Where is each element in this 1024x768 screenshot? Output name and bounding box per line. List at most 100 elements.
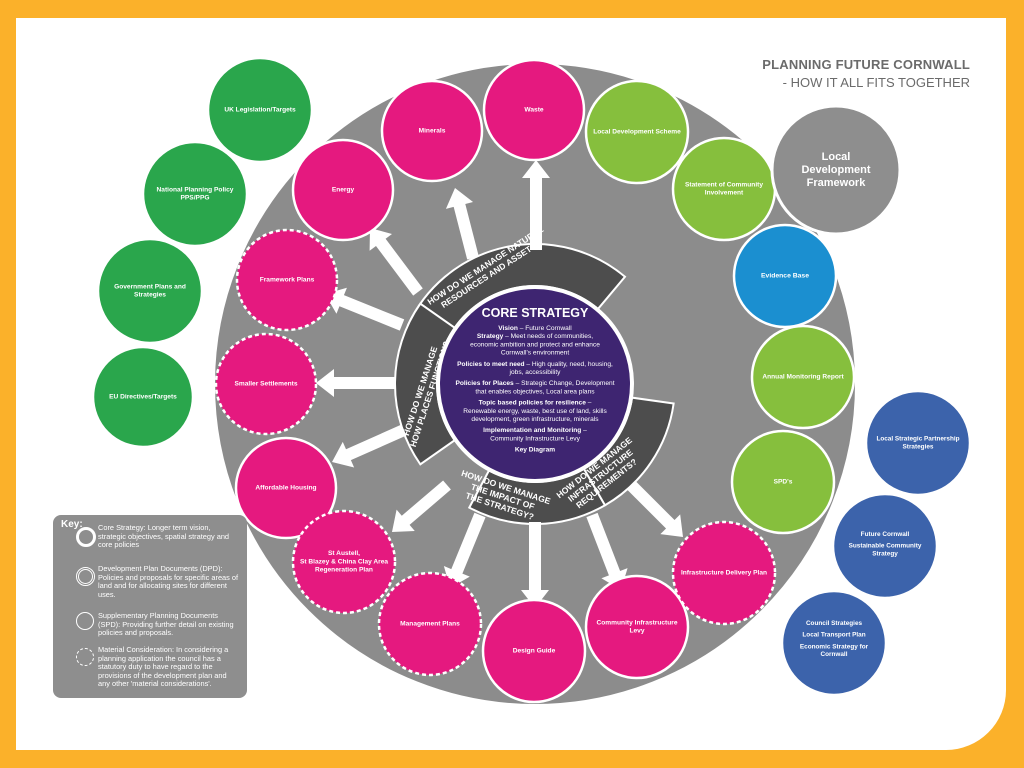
circle-uk-legislation-shape bbox=[206, 56, 314, 164]
key-legend: Key: Core Strategy: Longer term vision, … bbox=[53, 515, 247, 698]
arrow-to-infrastructure-delivery bbox=[626, 480, 683, 537]
circle-annual-monitoring-report-shape bbox=[750, 324, 856, 430]
circle-framework-plans-shape bbox=[235, 228, 339, 332]
circle-evidence-base-shape bbox=[732, 223, 838, 329]
core-strategy-line: Topic based policies for resilience – bbox=[479, 400, 592, 407]
core-strategy-line: Renewable energy, waste, best use of lan… bbox=[463, 408, 607, 415]
circle-management-plans-label: Management Plans bbox=[400, 620, 460, 627]
circle-eu-directives: EU Directives/Targets bbox=[91, 345, 195, 449]
core-strategy-line: Strategy – Meet needs of communities, bbox=[477, 333, 593, 340]
circle-evidence-base: Evidence Base bbox=[732, 223, 838, 329]
arrow-to-cil bbox=[586, 512, 628, 590]
core-strategy-line: that enables objectives, Local area plan… bbox=[475, 388, 595, 395]
circle-infrastructure-delivery-plan-label: Infrastructure Delivery Plan bbox=[681, 569, 767, 576]
arrow-to-st-austell bbox=[392, 480, 451, 532]
circle-design-guide-label: Design Guide bbox=[513, 647, 556, 654]
circle-framework-plans: Framework Plans bbox=[235, 228, 339, 332]
circle-minerals-shape bbox=[380, 79, 484, 183]
circle-energy: Energy bbox=[291, 138, 395, 242]
material-consideration-symbol bbox=[76, 648, 94, 666]
circle-infrastructure-delivery-plan-shape bbox=[671, 520, 777, 626]
circle-minerals: Minerals bbox=[380, 79, 484, 183]
circle-waste: Waste bbox=[482, 58, 586, 162]
core-strategy-title: CORE STRATEGY bbox=[482, 306, 589, 320]
circle-framework-plans-label: Framework Plans bbox=[260, 276, 315, 283]
arrow-to-waste bbox=[522, 160, 550, 250]
circle-affordable-housing: Affordable Housing bbox=[234, 436, 338, 540]
arrow-to-management-plans bbox=[443, 512, 486, 588]
arrow-to-framework-plans bbox=[325, 287, 405, 331]
circle-uk-legislation-label: UK Legislation/Targets bbox=[224, 106, 296, 113]
circle-smaller-settlements: Smaller Settlements bbox=[214, 332, 318, 436]
circle-eu-directives-shape bbox=[91, 345, 195, 449]
circle-evidence-base-label: Evidence Base bbox=[761, 273, 809, 280]
circle-council-strategies-shape bbox=[780, 589, 888, 697]
circle-waste-shape bbox=[482, 58, 586, 162]
arrow-to-affordable-housing bbox=[332, 424, 407, 468]
circle-local-development-scheme-shape bbox=[584, 79, 690, 185]
arrow-to-smaller-settlements bbox=[316, 369, 395, 397]
arrow-to-minerals bbox=[445, 188, 479, 260]
core-strategy-line: jobs, accessibility bbox=[509, 369, 562, 376]
page-subtitle: - HOW IT ALL FITS TOGETHER bbox=[782, 75, 970, 90]
circle-infrastructure-delivery-plan: Infrastructure Delivery Plan bbox=[671, 520, 777, 626]
arrow-to-design-guide bbox=[521, 522, 549, 608]
arrow-to-energy bbox=[369, 228, 423, 296]
key-item-dpd: Development Plan Documents (DPD): Polici… bbox=[98, 564, 239, 599]
circle-energy-label: Energy bbox=[332, 186, 355, 193]
circle-spds-label: SPD's bbox=[774, 478, 793, 485]
core-strategy-line: Policies for Places – Strategic Change, … bbox=[455, 380, 614, 387]
circle-waste-label: Waste bbox=[524, 106, 544, 113]
circle-minerals-label: Minerals bbox=[419, 127, 446, 134]
circle-affordable-housing-shape bbox=[234, 436, 338, 540]
circle-management-plans: Management Plans bbox=[377, 571, 483, 677]
circle-local-development-framework-shape bbox=[770, 104, 902, 236]
circle-design-guide: Design Guide bbox=[481, 598, 587, 704]
core-strategy-line: Cornwall's environment bbox=[501, 350, 569, 357]
circle-energy-shape bbox=[291, 138, 395, 242]
page-title: PLANNING FUTURE CORNWALL bbox=[762, 57, 970, 72]
circle-smaller-settlements-label: Smaller Settlements bbox=[234, 380, 297, 387]
core-strategy-symbol bbox=[76, 527, 96, 547]
circle-government-plans-shape bbox=[96, 237, 204, 345]
circle-affordable-housing-label: Affordable Housing bbox=[255, 484, 316, 491]
circle-uk-legislation: UK Legislation/Targets bbox=[206, 56, 314, 164]
circle-design-guide-shape bbox=[481, 598, 587, 704]
circle-national-planning-policy-shape bbox=[141, 140, 249, 248]
core-strategy-line: development, green infrastructure, miner… bbox=[471, 416, 599, 423]
key-item-core: Core Strategy: Longer term vision, strat… bbox=[98, 523, 230, 550]
core-strategy-line: Implementation and Monitoring – bbox=[483, 427, 587, 434]
dpd-symbol bbox=[76, 567, 95, 586]
circle-council-strategies-label: Council Strategies Local Transport Plan … bbox=[800, 620, 869, 658]
circle-spds-shape bbox=[730, 429, 836, 535]
circle-eu-directives-label: EU Directives/Targets bbox=[109, 393, 177, 400]
circle-council-strategies: Council Strategies Local Transport Plan … bbox=[780, 589, 888, 697]
circle-st-austell-regeneration-plan-shape bbox=[291, 509, 397, 615]
circle-local-strategic-partnership-shape bbox=[864, 389, 972, 497]
key-title: Key: bbox=[61, 519, 83, 530]
core-strategy-circle bbox=[436, 285, 634, 483]
core-strategy-line: Community Infrastructure Levy bbox=[490, 435, 580, 442]
circle-smaller-settlements-shape bbox=[214, 332, 318, 436]
circle-local-development-scheme-label: Local Development Scheme bbox=[593, 128, 681, 135]
circle-local-development-scheme: Local Development Scheme bbox=[584, 79, 690, 185]
circle-management-plans-shape bbox=[377, 571, 483, 677]
circle-spds: SPD's bbox=[730, 429, 836, 535]
core-strategy-line: Policies to meet need – High quality, ne… bbox=[457, 361, 613, 368]
